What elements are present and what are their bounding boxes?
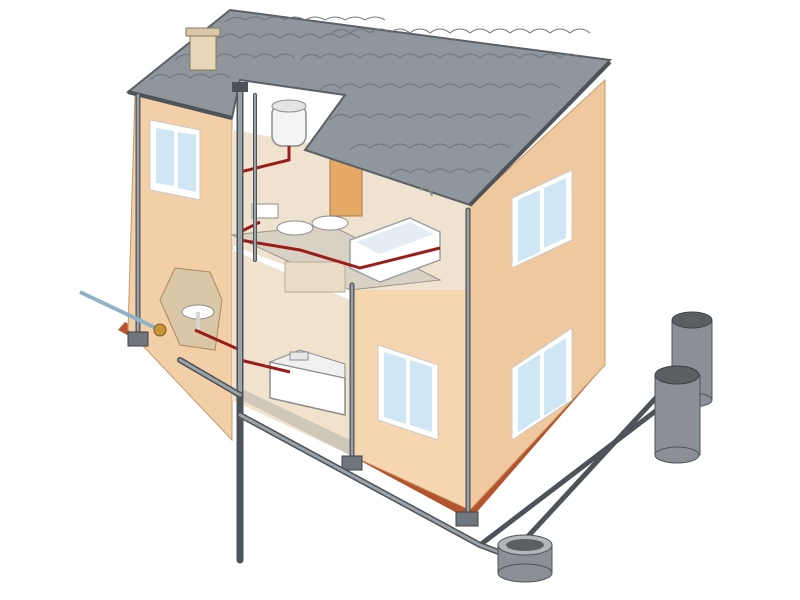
lower-interior-cabinets bbox=[284, 261, 346, 293]
window-front-lower bbox=[377, 344, 439, 441]
roof-main bbox=[125, 8, 613, 207]
chimney-icon bbox=[185, 27, 221, 71]
roof-shingles bbox=[149, 16, 591, 176]
downspout-boots bbox=[127, 331, 479, 527]
water-supply-line bbox=[79, 290, 161, 332]
roof-fascia-right bbox=[468, 60, 612, 207]
ground-washbasin-icon bbox=[181, 304, 215, 330]
washbasin-icon bbox=[251, 203, 349, 236]
water-meter-icon bbox=[153, 323, 167, 337]
window-right-lower bbox=[511, 327, 573, 441]
lower-floor-slab bbox=[232, 388, 350, 455]
roof-fascia-left bbox=[127, 90, 233, 120]
window-left-upper bbox=[149, 119, 201, 201]
window-right-upper bbox=[511, 169, 573, 269]
inspection-well-icon bbox=[497, 534, 553, 583]
septic-tank-icon bbox=[654, 365, 701, 464]
vent-cap bbox=[232, 82, 248, 92]
kitchen-sink-icon bbox=[268, 349, 346, 416]
water-heater-icon bbox=[271, 99, 307, 147]
